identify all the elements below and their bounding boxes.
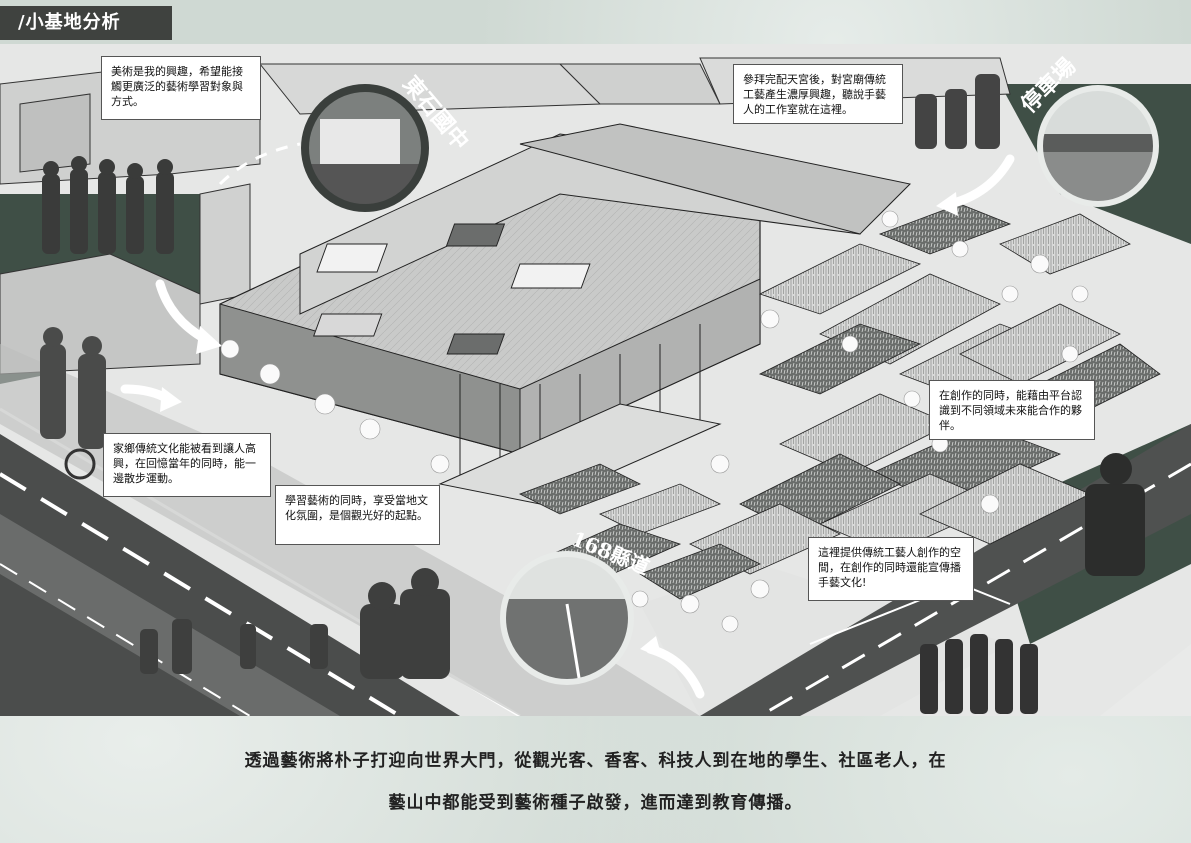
people-procession [920,634,1038,714]
callout-temple-visit: 參拜完配天宮後，對宮廟傳統工藝產生濃厚興趣，聽說手藝人的工作室就在這裡。 [733,64,903,124]
callout-hometown: 家鄉傳統文化能被看到讓人高興，在回憶當年的同時，能一邊散步運動。 [103,433,271,497]
callout-arts-interest: 美術是我的興趣，希望能接觸更廣泛的藝術學習對象與方式。 [101,56,261,120]
people-worshippers [915,74,1000,149]
trees [220,210,1089,633]
people-tourists [140,568,450,679]
county-road [0,434,460,716]
site-axonometric-render: 東石國中 停車場 168縣道 [0,44,1191,716]
callout-collaboration: 在創作的同時，能藉由平台認識到不同領域未來能合作的夥伴。 [929,380,1095,440]
people-artisan [1085,453,1145,576]
caption-line-1: 透過藝術將朴子打迎向世界大門，從觀光客、香客、科技人到在地的學生、社區老人，在 [244,751,947,771]
page-title: /小基地分析 [0,6,172,40]
people-students [42,156,174,254]
callout-learning: 學習藝術的同時，享受當地文化氛圍，是個觀光好的起點。 [275,485,440,545]
arrow-heads [160,192,958,658]
caption-line-2: 藝山中都能受到藝術種子啟發，進而達到教育傳播。 [388,793,803,813]
callout-craft-space: 這裡提供傳統工藝人創作的空間，在創作的同時還能宣傳播手藝文化! [808,537,974,601]
people-elderly [40,327,106,480]
